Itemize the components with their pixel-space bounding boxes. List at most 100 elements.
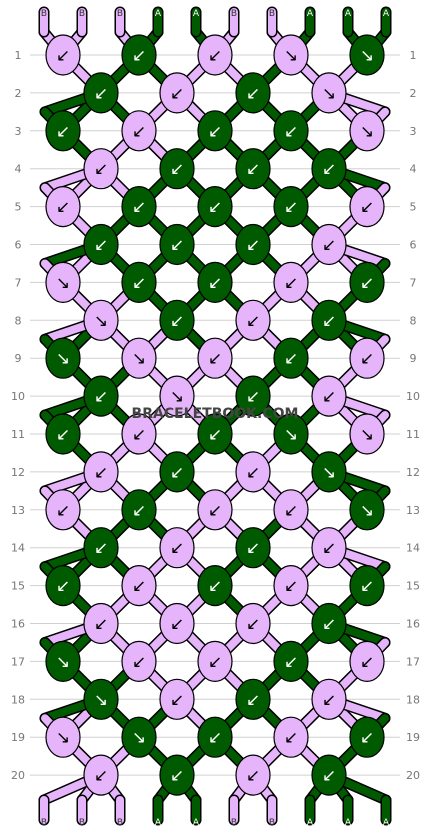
string-end-label: A xyxy=(307,818,314,828)
knot-body xyxy=(121,186,157,228)
knot-body xyxy=(45,640,81,683)
arrow-down-left-icon: ↙ xyxy=(246,766,260,786)
arrow-down-left-icon: ↙ xyxy=(170,615,184,635)
row-label-left: 13 xyxy=(11,504,25,517)
row-label-right: 8 xyxy=(410,314,417,327)
string-end-label: B xyxy=(231,9,237,19)
knot: ↙ xyxy=(197,261,233,303)
knot-body xyxy=(311,527,347,569)
row-label-right: 3 xyxy=(410,125,417,138)
knot: ↙ xyxy=(121,261,157,303)
knot: ↙ xyxy=(83,451,119,493)
knot-body xyxy=(349,489,385,531)
knot: ↙ xyxy=(45,34,81,76)
knot-body xyxy=(311,72,347,114)
row-label-right: 7 xyxy=(410,276,417,289)
knot: ↘ xyxy=(83,299,119,341)
knot: ↙ xyxy=(121,110,157,152)
knot-body xyxy=(235,678,271,720)
knot: ↙ xyxy=(83,223,119,266)
arrow-down-left-icon: ↙ xyxy=(360,652,374,672)
knot: ↙ xyxy=(311,678,347,720)
arrow-down-left-icon: ↙ xyxy=(94,766,108,786)
arrow-down-left-icon: ↙ xyxy=(284,577,298,597)
knot: ↙ xyxy=(197,337,233,379)
arrow-down-left-icon: ↙ xyxy=(132,122,146,142)
arrow-down-right-icon: ↘ xyxy=(132,349,146,369)
arrow-down-left-icon: ↙ xyxy=(132,652,146,672)
arrow-down-left-icon: ↙ xyxy=(132,577,146,597)
arrow-down-right-icon: ↘ xyxy=(132,728,146,748)
knot: ↘ xyxy=(349,489,385,531)
row-label-left: 20 xyxy=(11,769,25,782)
knot-body xyxy=(197,564,233,607)
knot-body xyxy=(121,337,157,379)
knot-body xyxy=(83,72,119,114)
knot: ↙ xyxy=(311,375,347,417)
knot-body xyxy=(121,489,157,531)
knot-body xyxy=(235,754,271,796)
knot-body xyxy=(121,261,157,303)
knot: ↙ xyxy=(235,375,271,417)
row-label-left: 7 xyxy=(15,276,22,289)
arrow-down-right-icon: ↘ xyxy=(322,463,336,483)
knot: ↘ xyxy=(349,110,385,152)
string-end-label: A xyxy=(155,9,162,19)
arrow-down-left-icon: ↙ xyxy=(132,198,146,218)
knot: ↙ xyxy=(235,72,271,114)
knot-body xyxy=(159,602,195,645)
knot: ↙ xyxy=(45,413,81,455)
arrow-down-left-icon: ↙ xyxy=(94,615,108,635)
row-label-right: 4 xyxy=(410,163,417,176)
knot: ↙ xyxy=(273,716,309,758)
knot-body xyxy=(121,110,157,152)
arrow-down-left-icon: ↙ xyxy=(170,539,184,559)
arrow-down-left-icon: ↙ xyxy=(208,577,222,597)
knot-body xyxy=(83,527,119,569)
arrow-down-left-icon: ↙ xyxy=(208,273,222,293)
arrow-down-left-icon: ↙ xyxy=(94,463,108,483)
arrow-down-left-icon: ↙ xyxy=(360,198,374,218)
knot-body xyxy=(83,678,119,720)
string-end-label: B xyxy=(269,818,275,828)
arrow-down-left-icon: ↙ xyxy=(208,425,222,445)
knot-body xyxy=(349,110,385,152)
string-end-label: B xyxy=(117,818,123,828)
string-end-label: A xyxy=(345,818,352,828)
knot: ↙ xyxy=(349,564,385,607)
knot: ↘ xyxy=(121,337,157,379)
arrow-down-left-icon: ↙ xyxy=(322,539,336,559)
knot: ↙ xyxy=(197,110,233,152)
arrow-down-right-icon: ↘ xyxy=(284,46,298,66)
arrow-down-left-icon: ↙ xyxy=(132,46,146,66)
row-label-right: 10 xyxy=(406,390,420,403)
row-label-left: 12 xyxy=(11,466,25,479)
arrow-down-left-icon: ↙ xyxy=(208,46,222,66)
knot: ↙ xyxy=(349,716,385,758)
knot-body xyxy=(235,299,271,341)
row-label-right: 2 xyxy=(410,87,417,100)
knot-body xyxy=(121,34,157,76)
knot: ↙ xyxy=(273,110,309,152)
knot-body xyxy=(83,451,119,493)
arrow-down-right-icon: ↘ xyxy=(94,690,108,710)
knot: ↙ xyxy=(235,451,271,493)
row-label-left: 18 xyxy=(11,693,25,706)
arrow-down-left-icon: ↙ xyxy=(246,160,260,180)
string-end-label: A xyxy=(307,9,314,19)
knot-body xyxy=(83,602,119,645)
knot: ↘ xyxy=(45,261,81,303)
arrow-down-left-icon: ↙ xyxy=(94,160,108,180)
knot-body xyxy=(273,337,309,379)
arrow-down-right-icon: ↘ xyxy=(56,652,70,672)
knot: ↙ xyxy=(197,640,233,683)
knot: ↙ xyxy=(311,148,347,190)
knot: ↙ xyxy=(159,299,195,341)
knot-body xyxy=(311,148,347,190)
arrow-down-left-icon: ↙ xyxy=(246,463,260,483)
arrow-down-right-icon: ↘ xyxy=(56,273,70,293)
arrow-down-left-icon: ↙ xyxy=(284,501,298,521)
knot-body xyxy=(311,375,347,417)
knot-body xyxy=(349,640,385,683)
arrow-down-left-icon: ↙ xyxy=(170,160,184,180)
